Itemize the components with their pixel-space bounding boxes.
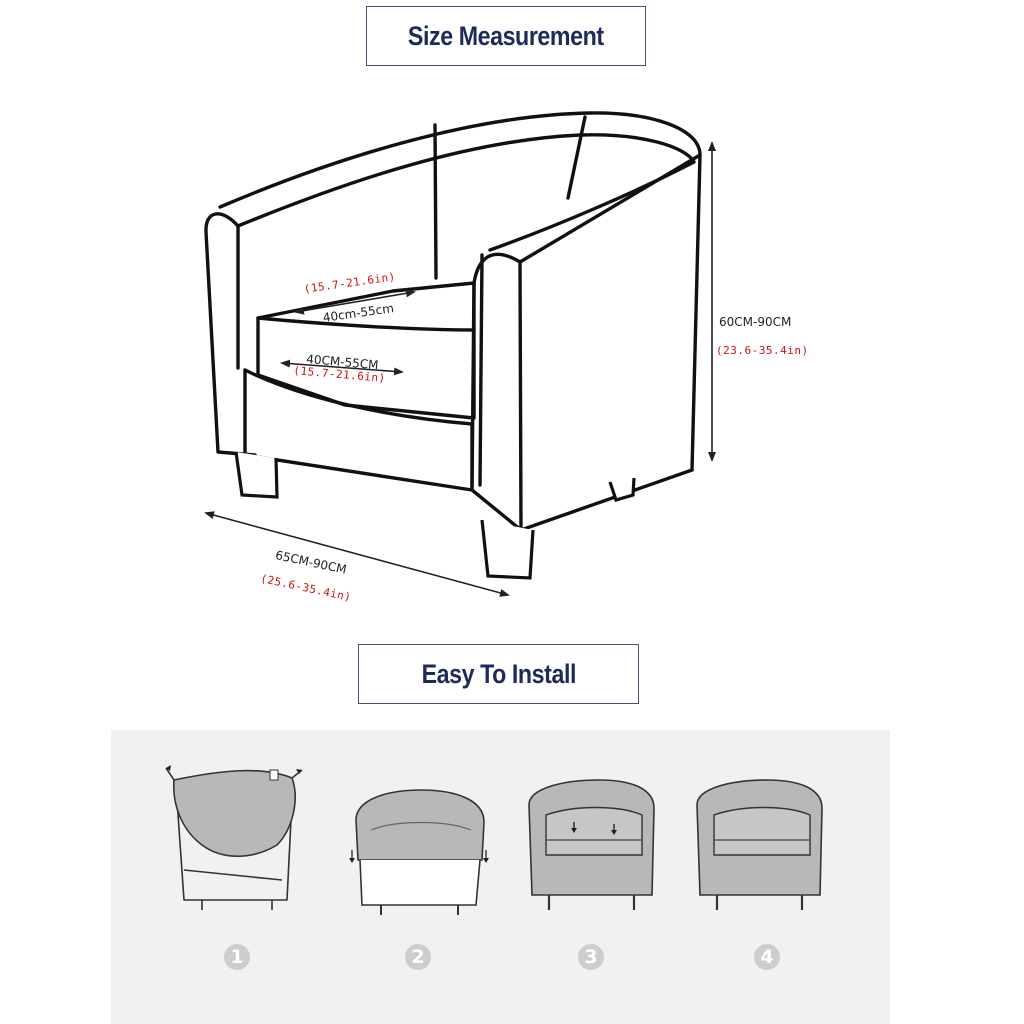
left-arm-outline (204, 212, 257, 457)
step-number-4: 4 (754, 944, 780, 970)
tub-chair-diagram (204, 111, 716, 597)
step-number-3: 3 (578, 944, 604, 970)
back-panel-line-left (433, 123, 438, 280)
height-inches: (23.6-35.4in) (716, 344, 809, 357)
seat-cushion-top-edge (256, 316, 476, 332)
install-step-3-illustration (528, 779, 655, 910)
easy-to-install-title-box: Easy To Install (358, 644, 639, 704)
overall-width-arrow (204, 511, 510, 597)
chair-back-outline (218, 111, 702, 472)
chair-leg-back-right (608, 477, 636, 502)
right-arm-inner-edge (478, 253, 484, 487)
seat-width-arrow (280, 359, 404, 376)
step-number-2: 2 (405, 944, 431, 970)
chair-leg-front-left (234, 451, 279, 499)
size-measurement-title: Size Measurement (408, 20, 604, 51)
install-step-2-illustration (349, 789, 489, 915)
front-base-outline (243, 368, 474, 492)
size-measurement-title-box: Size Measurement (366, 6, 646, 66)
install-step-4-illustration (696, 779, 823, 910)
back-inner-curve (236, 133, 696, 252)
seat-depth-arrow (294, 289, 416, 315)
right-arm-outline (472, 153, 702, 285)
easy-to-install-title: Easy To Install (421, 658, 576, 689)
right-arm-front (518, 260, 523, 532)
seat-cushion-outline (256, 281, 476, 420)
chair-leg-front-right (480, 519, 535, 580)
step-number-1: 1 (224, 944, 250, 970)
height-cm: 60CM-90CM (719, 315, 792, 329)
install-step-1-illustration (165, 765, 303, 910)
back-panel-line-right (566, 115, 587, 200)
right-arm-body (470, 281, 694, 532)
